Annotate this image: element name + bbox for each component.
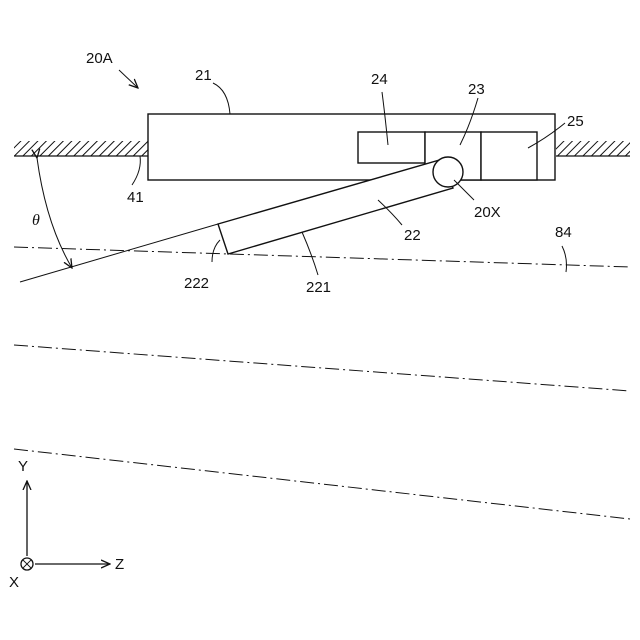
leader-221: [302, 232, 318, 275]
reference-line-2: [14, 345, 630, 391]
label-23: 23: [468, 81, 485, 98]
label-25: 25: [567, 113, 584, 130]
reference-line-3: [14, 449, 630, 519]
label-221: 221: [306, 279, 331, 296]
pivot-20X: [433, 157, 463, 187]
label-theta: θ: [32, 212, 40, 229]
label-20A: 20A: [86, 50, 113, 67]
leader-84: [562, 246, 567, 272]
surface-41-right: [556, 141, 630, 156]
leader-20X: [454, 180, 474, 200]
surface-41-left: [14, 141, 148, 156]
label-22: 22: [404, 227, 421, 244]
component-24: [358, 132, 425, 163]
label-20X: 20X: [474, 204, 501, 221]
leader-41: [132, 156, 140, 185]
leader-222: [212, 240, 220, 262]
label-24: 24: [371, 71, 388, 88]
leader-20A: [119, 70, 138, 88]
label-41: 41: [127, 189, 144, 206]
axis-label-x: X: [9, 574, 19, 591]
angle-theta-arc: [37, 158, 72, 268]
axis-label-z: Z: [115, 556, 124, 573]
leader-21: [213, 83, 230, 114]
axis-label-y: Y: [18, 458, 28, 475]
label-21: 21: [195, 67, 212, 84]
label-84: 84: [555, 224, 572, 241]
component-25: [481, 132, 537, 180]
label-222: 222: [184, 275, 209, 292]
